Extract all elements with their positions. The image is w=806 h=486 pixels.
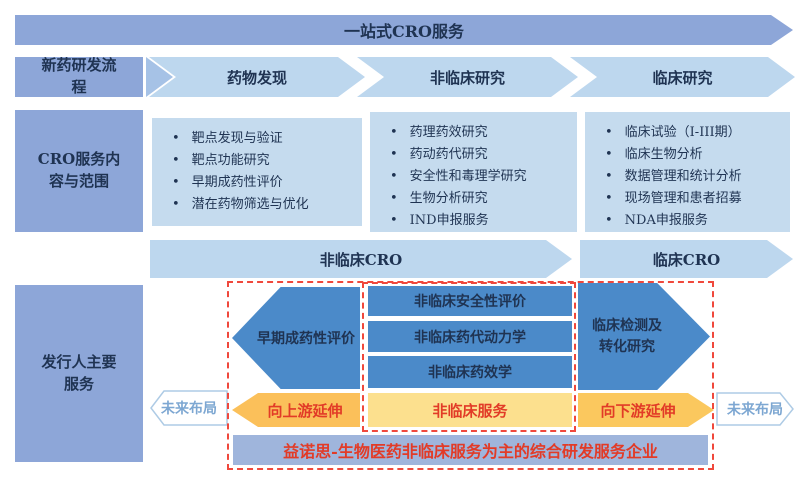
bullet-list: 临床试验（I-III期） 临床生物分析 数据管理和统计分析 现场管理和患者招募 … (585, 112, 790, 232)
bullet-item: 早期成药性评价 (172, 172, 356, 194)
nonclinical-pd-box: 非临床药效学 (368, 356, 572, 388)
downstream-extension-arrow: 向下游延伸 (578, 393, 714, 427)
bullet-item: 生物分析研究 (390, 188, 571, 210)
issuer-row-label-text: 发行人主要服务 (41, 352, 117, 393)
stage-label: 非临床研究 (429, 68, 505, 87)
clinical-translation-label: 临床检测及 转化研究 (592, 316, 662, 358)
nonclinical-pk-box: 非临床药代动力学 (368, 321, 572, 352)
bullet-item: 靶点功能研究 (172, 150, 356, 172)
one-stop-cro-banner-label: 一站式CRO服务 (344, 22, 464, 41)
bullet-item: 安全性和毒理学研究 (390, 166, 571, 188)
bullet-list: 靶点发现与验证 靶点功能研究 早期成药性评价 潜在药物筛选与优化 (152, 118, 362, 216)
bullet-item: 数据管理和统计分析 (605, 166, 784, 188)
clinical-cro-arrow: 临床CRO (580, 240, 793, 278)
nonclinical-pd-label: 非临床药效学 (428, 365, 512, 381)
services-row-label-text: CRO服务内容与范围 (37, 150, 121, 190)
stage-label: 药物发现 (226, 68, 287, 87)
downstream-extension-label: 向下游延伸 (600, 401, 676, 420)
future-layout-right-label: 未来布局 (727, 402, 783, 418)
right-outline-arrow-icon (716, 392, 794, 426)
nonclinical-safety-label: 非临床安全性评价 (414, 294, 526, 310)
bullet-item: 药理药效研究 (390, 122, 571, 144)
bullet-item: 潜在药物筛选与优化 (172, 194, 356, 216)
bullet-item: 靶点发现与验证 (172, 128, 356, 150)
clinical-translation-line2: 转化研究 (599, 338, 655, 355)
stage-label: 临床研究 (652, 68, 713, 87)
clinical-cro-label: 临床CRO (652, 250, 721, 269)
bullet-item: IND申报服务 (390, 210, 571, 232)
bullet-item: 药动药代研究 (390, 144, 571, 166)
early-druggability-shape: 早期成药性评价 (232, 287, 360, 389)
future-layout-left-arrow: 未来布局 (150, 390, 228, 426)
nonclinical-pk-label: 非临床药代动力学 (414, 329, 526, 346)
clinical-translation-line1: 临床检测及 (592, 317, 662, 334)
bullet-item: 临床试验（I-III期） (605, 122, 784, 144)
services-column-nonclinical: 药理药效研究 药动药代研究 安全性和毒理学研究 生物分析研究 IND申报服务 (370, 112, 577, 232)
upstream-extension-arrow: 向上游延伸 (232, 393, 360, 427)
stage-nonclinical-research: 非临床研究 (357, 57, 578, 97)
bullet-item: 临床生物分析 (605, 144, 784, 166)
one-stop-cro-banner: 一站式CRO服务 (15, 15, 793, 45)
services-column-discovery: 靶点发现与验证 靶点功能研究 早期成药性评价 潜在药物筛选与优化 (152, 118, 362, 226)
clinical-translation-shape: 临床检测及 转化研究 (578, 283, 710, 390)
nonclinical-cro-label: 非临床CRO (319, 250, 403, 269)
stage-clinical-research: 临床研究 (570, 57, 795, 97)
nonclinical-safety-box: 非临床安全性评价 (368, 286, 572, 316)
company-summary-banner: 益诺思-生物医药非临床服务为主的综合研发服务企业 (233, 435, 708, 465)
bullet-item: 现场管理和患者招募 (605, 188, 784, 210)
issuer-row-label: 发行人主要服务 (15, 285, 143, 462)
future-layout-right-arrow: 未来布局 (716, 392, 794, 426)
early-druggability-label: 早期成药性评价 (257, 331, 355, 347)
stage-drug-discovery: 药物发现 (149, 57, 365, 97)
nonclinical-service-label: 非临床服务 (432, 401, 508, 420)
nonclinical-service-box: 非临床服务 (368, 393, 572, 427)
company-summary-text: 益诺思-生物医药非临床服务为主的综合研发服务企业 (283, 442, 658, 461)
upstream-extension-label: 向上游延伸 (267, 401, 343, 420)
future-layout-left-label: 未来布局 (161, 401, 217, 417)
pipeline-row-label: 新药研发流程 (15, 56, 143, 97)
services-column-clinical: 临床试验（I-III期） 临床生物分析 数据管理和统计分析 现场管理和患者招募 … (585, 112, 790, 232)
nonclinical-cro-arrow: 非临床CRO (150, 240, 572, 278)
bullet-list: 药理药效研究 药动药代研究 安全性和毒理学研究 生物分析研究 IND申报服务 (370, 112, 577, 232)
services-row-label: CRO服务内容与范围 (15, 110, 143, 232)
bullet-item: NDA申报服务 (605, 210, 784, 232)
pipeline-row-label-text: 新药研发流程 (41, 56, 117, 96)
